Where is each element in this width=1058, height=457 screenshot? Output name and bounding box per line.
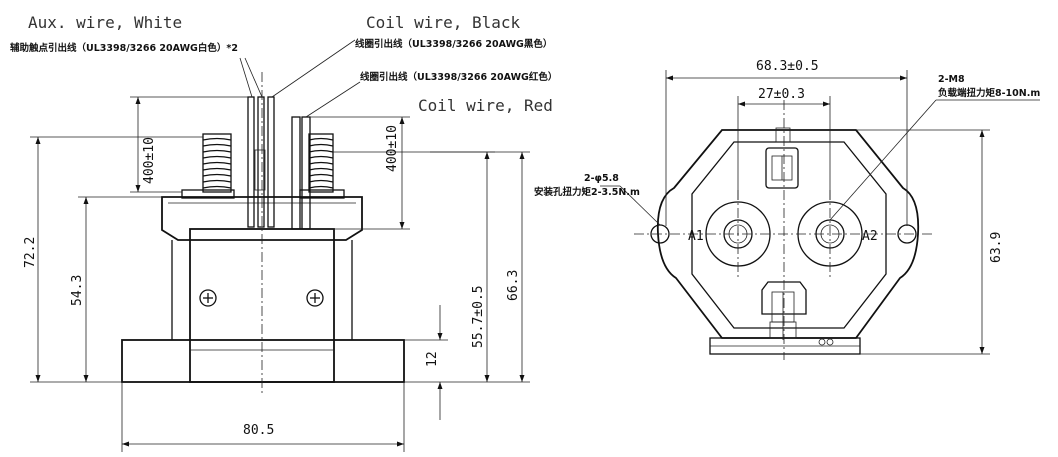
top-dimensions — [665, 70, 990, 355]
coil-red-label-cn: 线圈引出线（UL3398/3266 20AWG红色） — [360, 71, 557, 83]
aux-wires — [247, 96, 266, 228]
terminal-torque: 负载端扭力矩8-10N.m — [938, 87, 1040, 99]
dim-base-width: 80.5 — [243, 423, 274, 438]
coil-red-label-en: Coil wire, Red — [418, 96, 553, 115]
base-flange — [121, 339, 405, 383]
dim-mount-spacing: 68.3±0.5 — [756, 59, 819, 74]
top-cap — [161, 196, 363, 241]
terminal-a1-label: A1 — [688, 229, 704, 244]
dim-top-view-height: 63.9 — [989, 232, 1004, 263]
dim-total-height: 72.2 — [23, 237, 38, 268]
dim-overall-height: 66.3 — [506, 270, 521, 301]
coil-wires — [267, 96, 311, 230]
mount-hole-torque: 安装孔扭力矩2-3.5N.m — [534, 186, 640, 198]
coil-black-label-en: Coil wire, Black — [366, 13, 520, 32]
coil-black-label-cn: 线圈引出线（UL3398/3266 20AWG黑色） — [355, 38, 552, 50]
terminal-spec: 2-M8 — [938, 74, 965, 85]
screw-left — [199, 289, 217, 307]
right-terminal-stud — [308, 133, 334, 193]
dim-body-height: 54.3 — [70, 275, 85, 306]
screw-right — [306, 289, 324, 307]
left-terminal-stud — [202, 133, 232, 193]
side-view — [121, 39, 405, 395]
dim-wire-left: 400±10 — [142, 137, 157, 184]
dim-terminal-height: 55.7±0.5 — [471, 285, 486, 348]
aux-wire-label-cn: 辅助触点引出线（UL3398/3266 20AWG白色）*2 — [10, 42, 238, 54]
terminal-a2-label: A2 — [862, 229, 878, 244]
dim-wire-right: 400±10 — [385, 125, 400, 172]
side-dimensions — [30, 96, 530, 452]
aux-wire-label-en: Aux. wire, White — [28, 13, 182, 32]
top-view — [600, 99, 1040, 360]
dim-terminal-spacing: 27±0.3 — [758, 87, 805, 102]
dim-base-height: 12 — [425, 351, 440, 367]
mount-hole-spec: 2-φ5.8 — [584, 173, 619, 184]
